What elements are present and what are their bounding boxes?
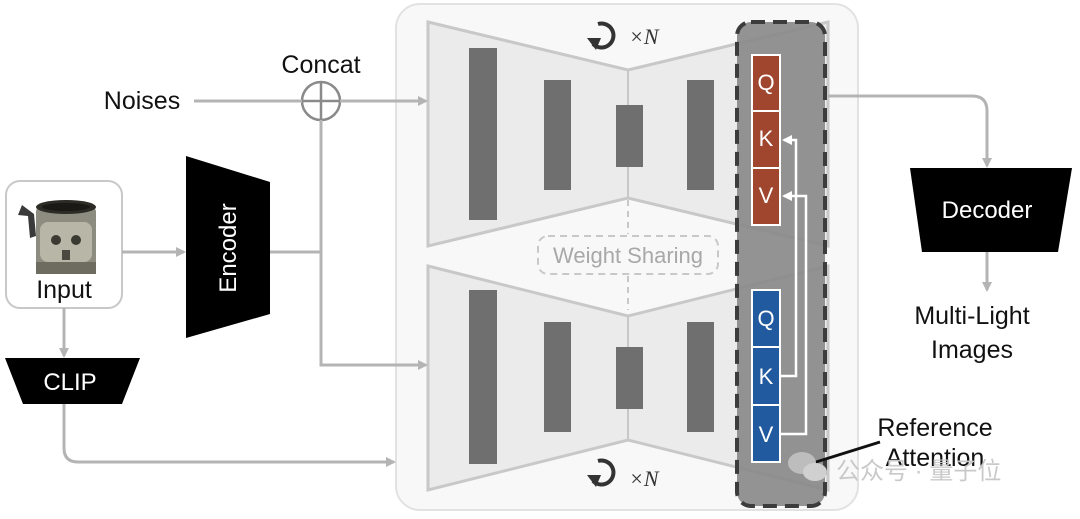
attention-top-v: V xyxy=(759,183,774,208)
unet-to-decoder-arrow xyxy=(828,94,992,168)
repeat-top: ×N xyxy=(587,21,660,50)
mug-image xyxy=(18,200,96,274)
attention-top-q: Q xyxy=(757,70,774,95)
noises-label: Noises xyxy=(104,87,180,115)
concat-symbol xyxy=(300,80,342,122)
clip-block xyxy=(5,358,140,404)
output-label-line2: Images xyxy=(931,336,1013,364)
output-label-line1: Multi-Light xyxy=(914,302,1029,330)
input-label: Input xyxy=(36,276,92,304)
unet-top-bar-3 xyxy=(616,105,643,167)
attention-top-k: K xyxy=(759,126,774,151)
concat-label: Concat xyxy=(281,51,360,79)
watermark: 公众号 · 量子位 xyxy=(788,452,1001,485)
attention-bottom-k: K xyxy=(759,364,774,389)
encoder-block xyxy=(186,156,270,338)
unet-bottom-bar-3 xyxy=(616,347,643,409)
encoder-to-concat-line xyxy=(270,120,323,254)
reference-attention-label-line2: Attention xyxy=(886,444,985,472)
loop-arrow-icon xyxy=(591,458,616,487)
unet-bottom-bar-4 xyxy=(687,322,714,432)
reference-attention-label-line1: Reference xyxy=(877,414,992,442)
loop-arrow-icon xyxy=(591,21,616,50)
weight-sharing-label: Weight Sharing xyxy=(553,243,703,268)
decoder-block xyxy=(910,168,1072,252)
unet-bottom-bar-1 xyxy=(469,290,497,464)
clip-label: CLIP xyxy=(43,369,96,396)
unet-top-bar-1 xyxy=(469,48,497,220)
repeat-bottom-label: ×N xyxy=(629,466,660,491)
repeat-bottom: ×N xyxy=(587,458,660,491)
attention-bottom-q: Q xyxy=(757,306,774,331)
clip-to-unet-arrow xyxy=(62,404,396,467)
watermark-text: 公众号 · 量子位 xyxy=(836,458,1001,485)
loop-arrow-head-icon xyxy=(587,38,601,50)
loop-arrow-head-icon xyxy=(587,475,601,487)
unet-top-bar-4 xyxy=(687,80,714,190)
decoder-label: Decoder xyxy=(942,197,1033,224)
encoder-label: Encoder xyxy=(215,203,242,292)
attention-bottom-v: V xyxy=(759,422,774,447)
attention-top-column xyxy=(751,54,781,226)
encoder-to-unet-bottom-arrow xyxy=(319,252,428,370)
unet-top-bar-2 xyxy=(544,80,571,190)
unet-bottom-bar-2 xyxy=(544,322,571,432)
v-cross-arrow xyxy=(780,191,808,436)
wechat-icon xyxy=(788,452,827,481)
k-cross-arrow xyxy=(780,135,798,378)
repeat-top-label: ×N xyxy=(629,24,660,49)
weight-sharing-box xyxy=(537,235,719,275)
